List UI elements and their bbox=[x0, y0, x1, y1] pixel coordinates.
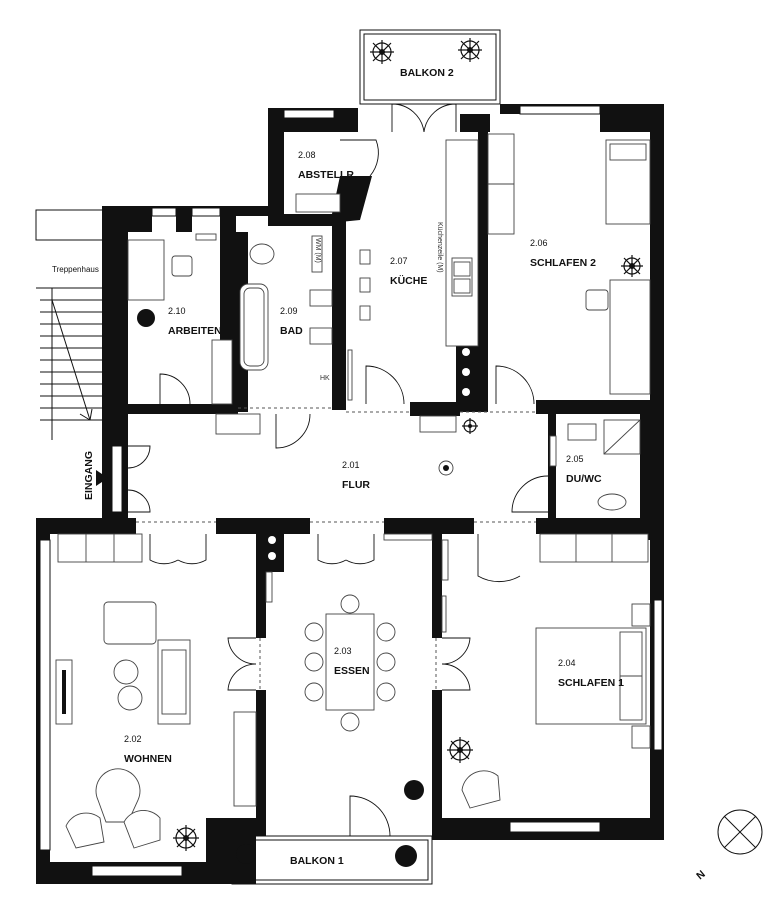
washer-label: WM (M) bbox=[314, 238, 321, 263]
plant-icon bbox=[173, 825, 199, 851]
windows bbox=[39, 105, 663, 877]
balcony-2 bbox=[359, 29, 501, 105]
plant-icon bbox=[462, 418, 478, 434]
heater-label: HK bbox=[320, 375, 330, 382]
room-2-03-name: ESSEN bbox=[334, 665, 370, 677]
doors bbox=[111, 103, 549, 837]
abstell-furniture bbox=[295, 193, 341, 213]
walls bbox=[36, 104, 664, 884]
wohnen-furniture bbox=[55, 533, 191, 849]
balcony-1-label: BALKON 1 bbox=[290, 855, 344, 867]
room-2-05-name: DU/WC bbox=[566, 473, 602, 485]
compass: N bbox=[694, 809, 763, 882]
plant-icon bbox=[621, 255, 643, 277]
kitchen-line-label: Küchenzeile (M) bbox=[436, 222, 443, 273]
kitchen-furniture bbox=[347, 133, 515, 401]
room-2-04-number: 2.04 bbox=[558, 658, 576, 668]
room-2-10-name: ARBEITEN bbox=[168, 325, 222, 337]
room-2-06-number: 2.06 bbox=[530, 238, 548, 248]
room-2-01-name: FLUR bbox=[342, 479, 370, 491]
room-2-09-name: BAD bbox=[280, 325, 303, 337]
entrance-arrow-icon bbox=[96, 470, 108, 486]
room-2-02-name: WOHNEN bbox=[124, 753, 172, 765]
room-2-08-number: 2.08 bbox=[298, 150, 316, 160]
stairwell bbox=[35, 209, 109, 440]
entrance-label: EINGANG bbox=[83, 451, 95, 500]
room-2-08-name: ABSTELLR. bbox=[298, 169, 357, 181]
schlafen1-furniture bbox=[441, 533, 651, 809]
plant-icon bbox=[236, 844, 256, 864]
plants bbox=[137, 38, 643, 867]
room-2-03-number: 2.03 bbox=[334, 646, 352, 656]
room-2-02-number: 2.02 bbox=[124, 734, 142, 744]
room-2-10-number: 2.10 bbox=[168, 306, 186, 316]
stairwell-label: Treppenhaus bbox=[52, 265, 99, 274]
room-2-06-name: SCHLAFEN 2 bbox=[530, 257, 596, 269]
plant-icon bbox=[447, 737, 473, 763]
essen-furniture bbox=[233, 533, 433, 807]
duwc-furniture bbox=[549, 419, 641, 514]
plant-icon bbox=[404, 780, 424, 800]
openings bbox=[136, 407, 536, 690]
plant-icon bbox=[370, 40, 394, 64]
room-2-04-name: SCHLAFEN 1 bbox=[558, 677, 624, 689]
arbeiten-furniture bbox=[127, 233, 261, 435]
flur-furniture bbox=[419, 415, 457, 476]
room-2-07-number: 2.07 bbox=[390, 256, 408, 266]
room-2-09-number: 2.09 bbox=[280, 306, 298, 316]
plant-icon bbox=[458, 38, 482, 62]
bad-furniture bbox=[239, 235, 333, 371]
schlafen2-furniture bbox=[585, 139, 651, 395]
room-2-01-number: 2.01 bbox=[342, 460, 360, 470]
plant-icon bbox=[395, 845, 417, 867]
plant-icon bbox=[137, 309, 155, 327]
room-2-05-number: 2.05 bbox=[566, 454, 584, 464]
room-2-07-name: KÜCHE bbox=[390, 274, 427, 287]
compass-north-label: N bbox=[694, 868, 708, 882]
balcony-2-label: BALKON 2 bbox=[400, 67, 454, 79]
